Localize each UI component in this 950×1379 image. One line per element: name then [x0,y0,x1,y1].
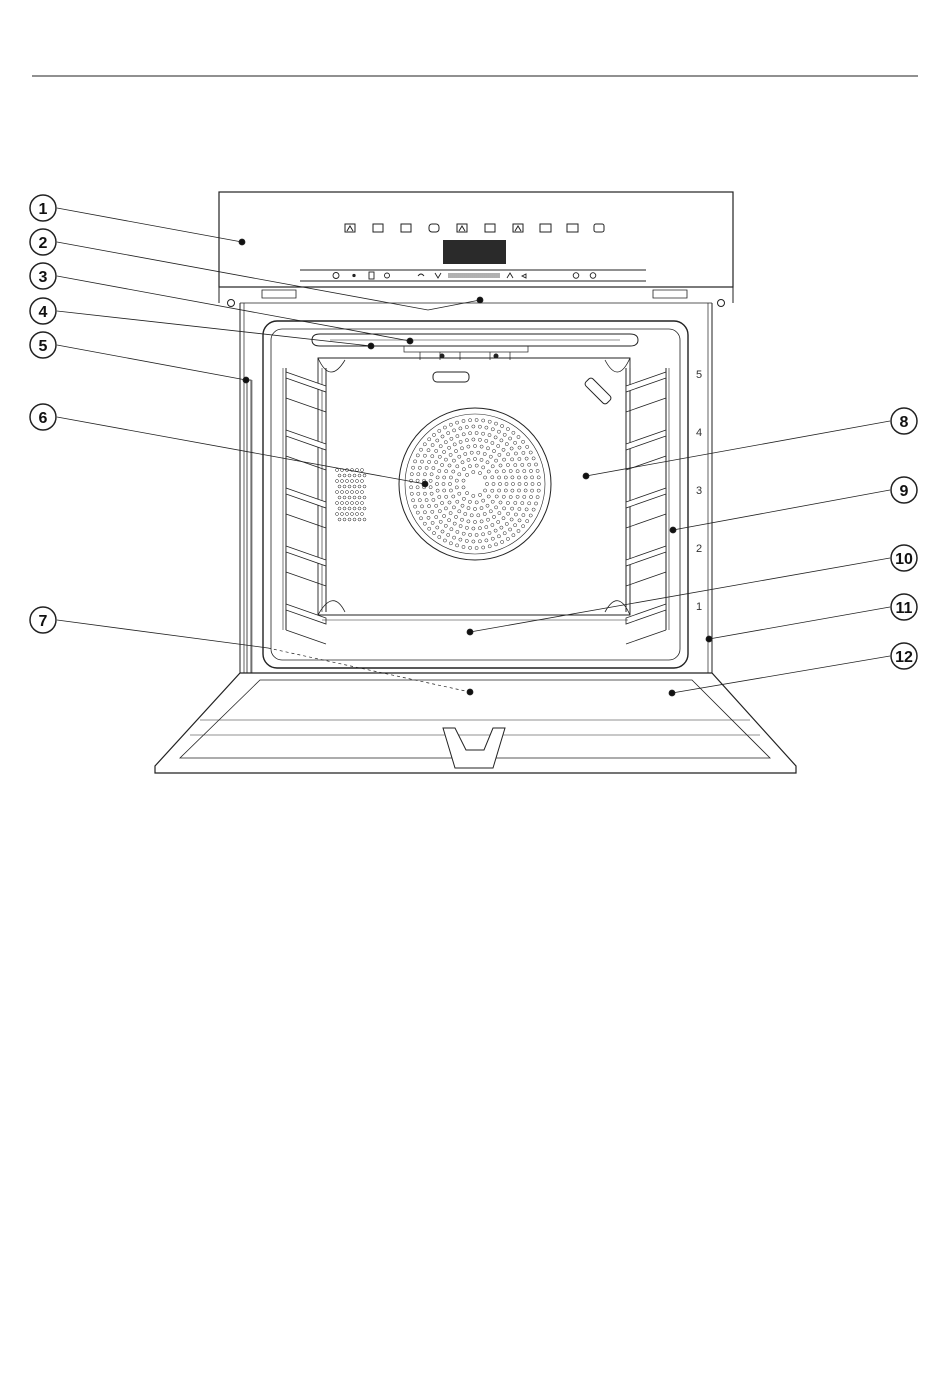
svg-text:9: 9 [900,483,909,500]
callout-8: 8 [891,408,917,434]
svg-text:7: 7 [39,613,48,630]
shelf-level-5: 5 [696,369,702,381]
svg-text:3: 3 [39,269,48,286]
light-icon [353,274,355,276]
oven-cavity: 5 4 3 2 1 [263,321,702,668]
svg-text:5: 5 [39,338,48,355]
svg-text:2: 2 [39,235,48,252]
shelf-level-1: 1 [696,601,702,613]
svg-text:10: 10 [895,551,913,568]
callout-4: 4 [30,298,56,324]
callout-2: 2 [30,229,56,255]
svg-text:1: 1 [39,201,48,218]
callout-10: 10 [891,545,917,571]
callout-11: 11 [891,594,917,620]
svg-text:8: 8 [900,414,909,431]
callout-6: 6 [30,404,56,430]
callout-12: 12 [891,643,917,669]
display-screen [443,240,506,264]
shelf-level-4: 4 [696,427,702,439]
screw [718,300,725,307]
callout-9: 9 [891,477,917,503]
callout-7: 7 [30,607,56,633]
callout-1: 1 [30,195,56,221]
control-panel [219,192,733,287]
callout-5: 5 [30,332,56,358]
shelf-level-3: 3 [696,485,702,497]
svg-text:11: 11 [896,600,913,617]
shelf-level-2: 2 [696,543,702,555]
svg-text:4: 4 [39,304,48,321]
svg-text:12: 12 [895,649,913,666]
svg-text:6: 6 [39,410,48,427]
screw [228,300,235,307]
callout-3: 3 [30,263,56,289]
oven-lamp [433,372,469,382]
